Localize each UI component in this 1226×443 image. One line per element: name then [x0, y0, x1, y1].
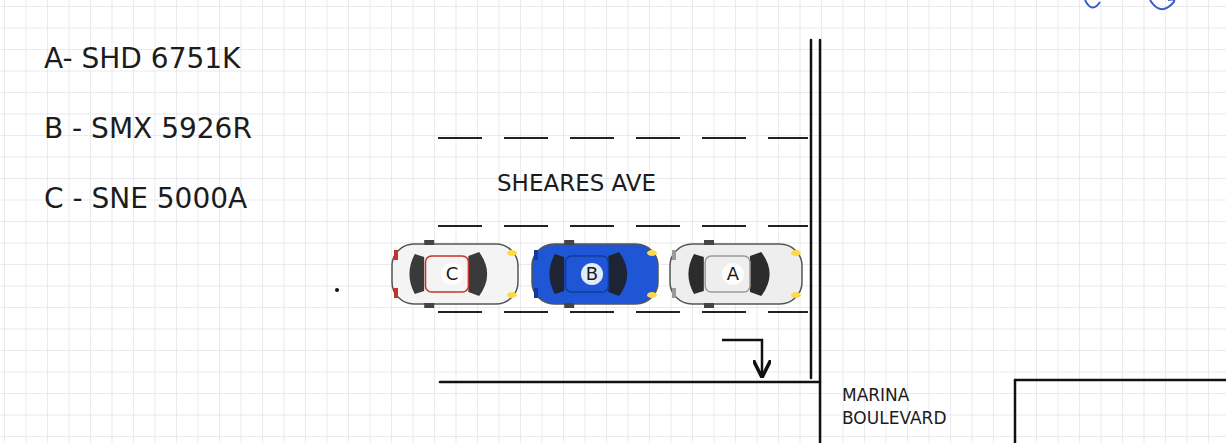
plate-note: B - SMX 5926R	[44, 110, 252, 148]
car-letter: C	[441, 263, 464, 285]
car-letter: A	[722, 263, 744, 285]
car-a: A	[666, 238, 806, 310]
pen-scribble	[1085, 0, 1174, 9]
road-edges	[440, 40, 1226, 443]
street-name: SHEARES AVE	[497, 168, 656, 199]
turn-arrow	[722, 340, 762, 374]
plate-note: A- SHD 6751K	[44, 40, 240, 78]
car-b: B	[528, 238, 662, 310]
street-name: MARINA BOULEVARD	[842, 384, 960, 430]
plate-note: C - SNE 5000A	[44, 180, 247, 218]
pen-dot	[335, 288, 339, 292]
car-c: C	[388, 238, 522, 310]
car-letter: B	[581, 263, 603, 285]
